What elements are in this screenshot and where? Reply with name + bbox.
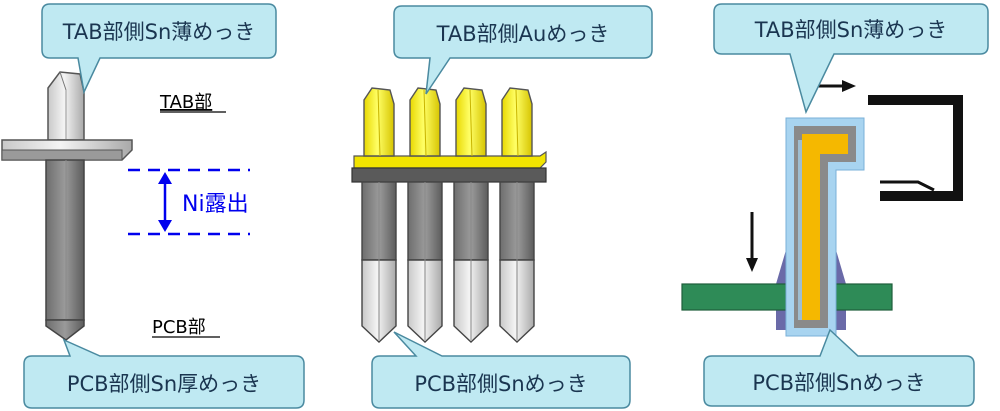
callout-right-top-text: TAB部側Sn薄めっき — [754, 18, 948, 42]
callout-right-bottom: PCB部側Snめっき — [703, 328, 975, 407]
callout-right-bottom-text: PCB部側Snめっき — [752, 371, 925, 395]
ni-exposure-annotation: Ni露出 — [128, 168, 250, 236]
pin-core — [802, 134, 848, 320]
callout-left-bottom: PCB部側Sn厚めっき — [23, 338, 305, 409]
callout-right-top: TAB部側Sn薄めっき — [713, 3, 989, 115]
ni-exposed-label: Ni露出 — [182, 192, 249, 217]
right-cross-section — [681, 80, 963, 337]
callout-mid-bottom-text: PCB部側Snめっき — [414, 372, 587, 396]
left-pin — [1, 71, 133, 341]
middle-pin — [453, 87, 489, 343]
middle-pin-row — [351, 87, 547, 343]
jig-bracket — [868, 95, 963, 201]
callout-left-top-text: TAB部側Sn薄めっき — [62, 20, 256, 44]
right-arrow — [818, 80, 856, 92]
callout-mid-bottom: PCB部側Snめっき — [371, 331, 631, 409]
pcb-board-right — [835, 283, 893, 311]
middle-pin — [361, 87, 397, 343]
pcb-part-label: PCB部 — [152, 317, 206, 338]
callout-mid-top: TAB部側Auめっき — [393, 5, 653, 95]
callout-left-top: TAB部側Sn薄めっき — [41, 3, 277, 95]
left-pin-pcb-tip — [45, 319, 85, 341]
middle-carrier-strip — [351, 167, 547, 183]
pcb-board-left — [681, 283, 787, 311]
left-pin-shaft — [45, 159, 85, 321]
callout-mid-top-text: TAB部側Auめっき — [436, 22, 610, 46]
middle-pin — [407, 87, 443, 343]
callout-left-bottom-text: PCB部側Sn厚めっき — [67, 372, 261, 396]
down-arrow — [746, 212, 758, 272]
tab-part-label: TAB部 — [159, 92, 212, 113]
middle-pin — [499, 87, 535, 343]
